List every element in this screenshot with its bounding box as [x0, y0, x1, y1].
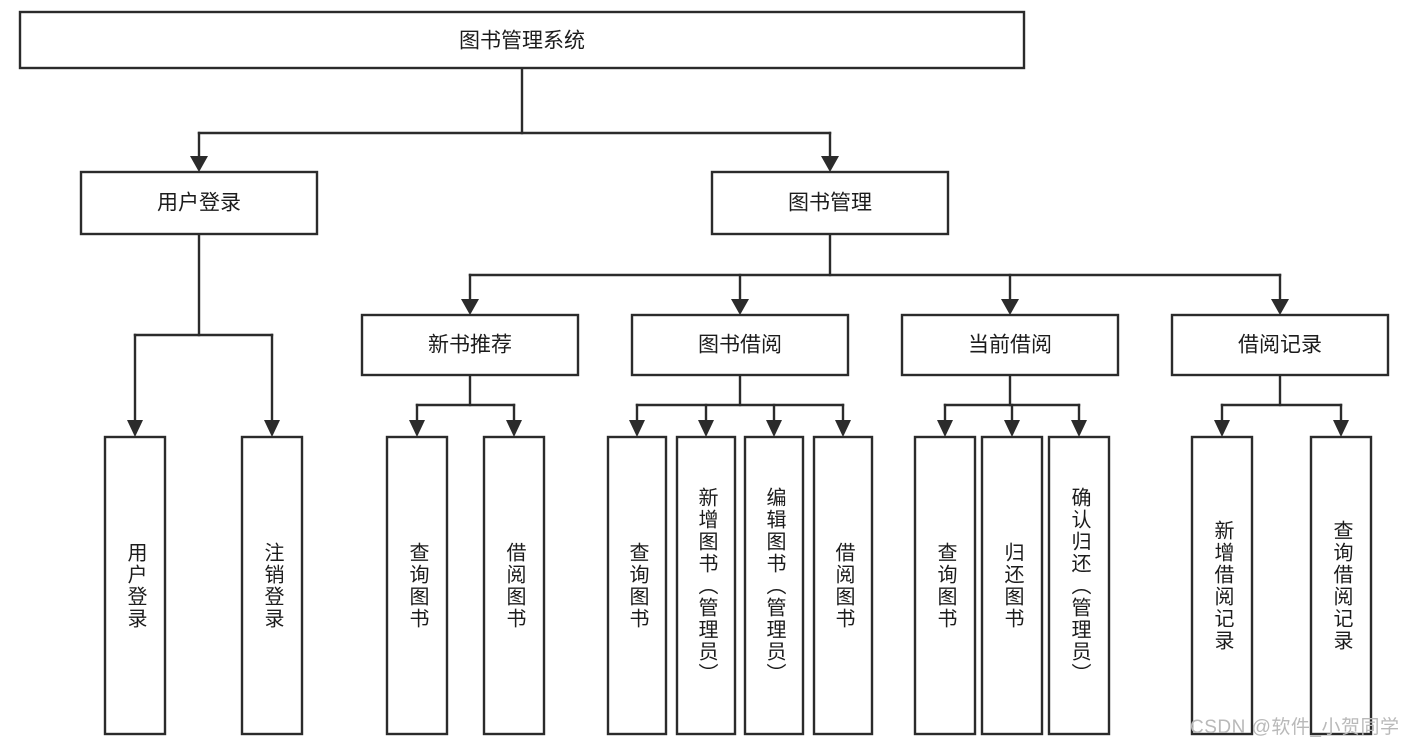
book-manage-box[interactable]: [710, 170, 950, 236]
node-new-book-rec[interactable]: 新书推荐: [360, 313, 580, 377]
arrowhead-book-borrow: [731, 299, 749, 315]
borrow-record-box[interactable]: [1170, 313, 1390, 377]
connectors-layer: [127, 66, 1349, 437]
leaf-box-user-login[interactable]: [103, 435, 167, 736]
leaf-box-rec-query[interactable]: [385, 435, 449, 736]
root-label: 图书管理系统: [459, 30, 585, 53]
leaf-box-rec-borrow[interactable]: [482, 435, 546, 736]
leaf-box-cur-confirm[interactable]: [1047, 435, 1111, 736]
root-box[interactable]: [18, 10, 1026, 70]
book-borrow-box[interactable]: [630, 313, 850, 377]
arrowhead-leaf-borrow-lend: [835, 420, 851, 437]
node-book-manage[interactable]: 图书管理: [710, 170, 950, 236]
node-user-login[interactable]: 用户登录: [79, 170, 319, 236]
node-book-borrow[interactable]: 图书借阅: [630, 313, 850, 377]
current-borrow-box[interactable]: [900, 313, 1120, 377]
leaf-box-rec-query2[interactable]: [1309, 435, 1373, 736]
node-current-borrow[interactable]: 当前借阅: [900, 313, 1120, 377]
leaf-box-borrow-query[interactable]: [606, 435, 668, 736]
node-root[interactable]: 图书管理系统: [18, 10, 1026, 70]
borrow-record-label: 借阅记录: [1238, 334, 1322, 357]
arrowhead-leaf-user-logout: [264, 420, 280, 437]
arrowhead-leaf-rec-query2: [1333, 420, 1349, 437]
new-book-rec-label: 新书推荐: [428, 334, 512, 357]
arrowhead-leaf-rec-add: [1214, 420, 1230, 437]
arrowhead-leaf-cur-return: [1004, 420, 1020, 437]
leaf-box-cur-query[interactable]: [913, 435, 977, 736]
leaf-box-borrow-add[interactable]: [675, 435, 737, 736]
arrowhead-leaf-borrow-edit: [766, 420, 782, 437]
leaf-box-rec-add[interactable]: [1190, 435, 1254, 736]
arrowhead-current-borrow: [1001, 299, 1019, 315]
arrowhead-leaf-rec-borrow: [506, 420, 522, 437]
leaf-box-cur-return[interactable]: [980, 435, 1044, 736]
user-login-box[interactable]: [79, 170, 319, 236]
arrowhead-leaf-borrow-query: [629, 420, 645, 437]
leaf-boxes-layer: [103, 435, 1373, 736]
csdn-watermark: CSDN @软件_小贺同学: [1190, 717, 1400, 738]
arrowhead-new-book-rec: [461, 299, 479, 315]
arrowhead-leaf-user-login: [127, 420, 143, 437]
arrowhead-leaf-cur-confirm: [1071, 420, 1087, 437]
book-borrow-label: 图书借阅: [698, 334, 782, 357]
node-borrow-record[interactable]: 借阅记录: [1170, 313, 1390, 377]
arrowhead-leaf-borrow-add: [698, 420, 714, 437]
arrowhead-book-manage: [821, 156, 839, 172]
leaf-box-borrow-lend[interactable]: [812, 435, 874, 736]
user-login-label: 用户登录: [157, 192, 241, 215]
arrowhead-borrow-record: [1271, 299, 1289, 315]
arrowhead-user-login: [190, 156, 208, 172]
arrowhead-leaf-cur-query: [937, 420, 953, 437]
current-borrow-label: 当前借阅: [968, 334, 1052, 357]
leaf-box-user-logout[interactable]: [240, 435, 304, 736]
arrowhead-leaf-rec-query: [409, 420, 425, 437]
leaf-box-borrow-edit[interactable]: [743, 435, 805, 736]
book-manage-label: 图书管理: [788, 192, 872, 215]
new-book-rec-box[interactable]: [360, 313, 580, 377]
